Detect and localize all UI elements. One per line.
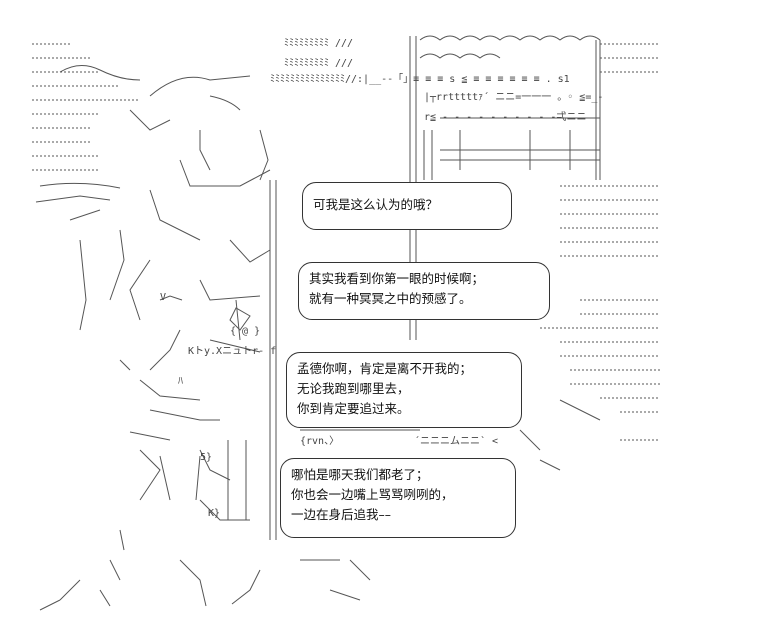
art-fragment: ﾊ	[178, 376, 183, 387]
bubble-2-line-2: 就有一种冥冥之中的预感了。	[309, 291, 472, 306]
bubble-1-line-1: 可我是这么认为的哦？	[313, 197, 439, 212]
art-fragment: Kトy.Xニュトr- f	[188, 346, 276, 357]
bubble-4-line-1: 哪怕是哪天我们都老了；	[291, 467, 429, 482]
art-fragment: { @ }	[230, 326, 260, 337]
bubble-3-line-1: 孟德你啊，肯定是离不开我的；	[297, 361, 473, 376]
speech-bubble-4: 哪怕是哪天我们都老了； 你也会一边嘴上骂骂咧咧的， 一边在身后追我––	[280, 458, 516, 538]
bubble-4-line-3: 一边在身后追我––	[291, 507, 392, 522]
figure-outline	[39, 75, 601, 611]
art-fragment: ﾐﾐﾐﾐﾐﾐﾐﾐﾐ ///	[284, 58, 353, 69]
art-fragment: 5}	[200, 452, 212, 463]
art-fragment: K}	[208, 508, 220, 519]
art-fragment: ﾐﾐﾐﾐﾐﾐﾐﾐﾐﾐﾐﾐﾐﾐﾐ//:|__--「」≡ ≡ ≡ s ≦ ≡ ≡ ≡…	[270, 73, 570, 85]
bubble-3-line-3: 你到肯定要追过来。	[297, 401, 410, 416]
hair-hatching-left	[32, 43, 141, 221]
bubble-3-line-2: 无论我跑到哪里去，	[297, 381, 410, 396]
speech-bubble-3: 孟德你啊，肯定是离不开我的； 无论我跑到哪里去， 你到肯定要追过来。	[286, 352, 522, 428]
speech-bubble-2: 其实我看到你第一眼的时候啊； 就有一种冥冥之中的预感了。	[298, 262, 550, 320]
speech-bubble-1: 可我是这么认为的哦？	[302, 182, 512, 230]
bubble-2-line-1: 其实我看到你第一眼的时候啊；	[309, 271, 485, 286]
art-fragment: V	[160, 292, 166, 303]
art-fragment: {rvn、〉	[300, 435, 339, 447]
wall-hatching-right	[540, 40, 660, 441]
art-fragment: r≦ - - - - - - - - - -弌ニニ	[424, 110, 586, 123]
art-fragment: ﾐﾐﾐﾐﾐﾐﾐﾐﾐ ///	[284, 38, 353, 49]
art-fragment: ´ニニニムニニ` <	[414, 435, 498, 447]
bubble-4-line-2: 你也会一边嘴上骂骂咧咧的，	[291, 487, 454, 502]
art-fragment: |┬rrtttttｧ´ ニニ=一一一 。◦ ≦=_-	[424, 91, 603, 103]
